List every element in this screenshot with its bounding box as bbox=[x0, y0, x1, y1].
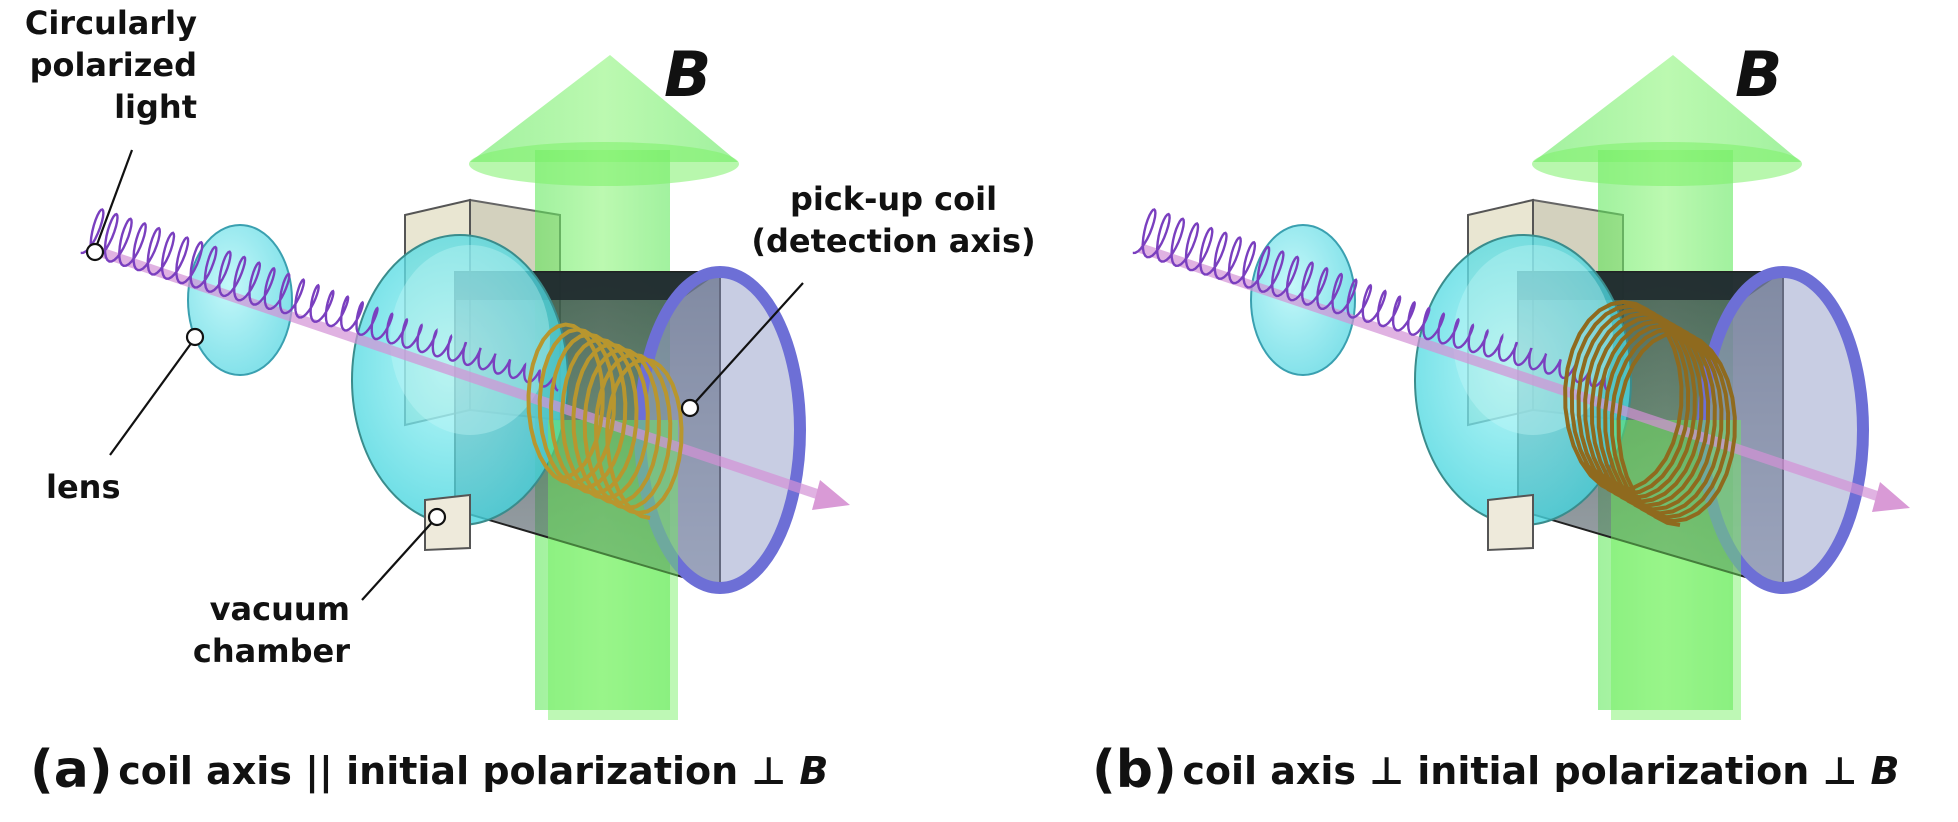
panel-b bbox=[1132, 55, 1910, 720]
panel-a bbox=[80, 55, 850, 720]
label-pickup-coil: pick-up coil (detection axis) bbox=[726, 178, 1061, 262]
label-vacuum-chamber: vacuum chamber bbox=[120, 588, 350, 672]
caption-b-letter: (b) bbox=[1092, 740, 1177, 800]
callout-chamber bbox=[361, 507, 447, 601]
pickup-coil-b bbox=[1563, 299, 1737, 527]
b-field-symbol-a: B bbox=[664, 38, 712, 111]
caption-a-b: B bbox=[799, 749, 829, 793]
caption-a: (a) coil axis || initial polarization ⊥ … bbox=[30, 740, 828, 800]
pickup-coil-a bbox=[526, 322, 684, 520]
beam-arrowhead-a bbox=[812, 480, 850, 510]
caption-b: (b) coil axis ⊥ initial polarization ⊥ B bbox=[1092, 740, 1899, 800]
label-coil-line-2: (detection axis) bbox=[751, 222, 1036, 260]
caption-a-letter: (a) bbox=[30, 740, 113, 800]
caption-a-text: coil axis || initial polarization ⊥ bbox=[118, 749, 800, 793]
laser-beam-b bbox=[1138, 243, 1882, 502]
label-chamber-line-2: chamber bbox=[192, 632, 350, 670]
callout-lens bbox=[109, 327, 205, 456]
label-light-line-3: light bbox=[114, 88, 197, 126]
label-chamber-line-1: vacuum bbox=[209, 590, 350, 628]
label-circularly-polarized-light: Circularly polarized light bbox=[0, 2, 197, 128]
polarization-helix-a bbox=[80, 208, 559, 392]
polarization-helix-b bbox=[1132, 208, 1609, 392]
laser-beam-a bbox=[86, 243, 822, 500]
label-lens: lens bbox=[46, 468, 121, 506]
label-coil-line-1: pick-up coil bbox=[789, 180, 998, 218]
callout-light bbox=[85, 149, 134, 262]
caption-b-b: B bbox=[1870, 749, 1900, 793]
callout-coil bbox=[680, 282, 804, 418]
b-field-symbol-b: B bbox=[1735, 38, 1783, 111]
label-light-line-1: Circularly bbox=[24, 4, 197, 42]
beam-arrowhead-b bbox=[1872, 482, 1910, 512]
caption-b-text: coil axis ⊥ initial polarization ⊥ bbox=[1182, 749, 1871, 793]
label-light-line-2: polarized bbox=[29, 46, 197, 84]
